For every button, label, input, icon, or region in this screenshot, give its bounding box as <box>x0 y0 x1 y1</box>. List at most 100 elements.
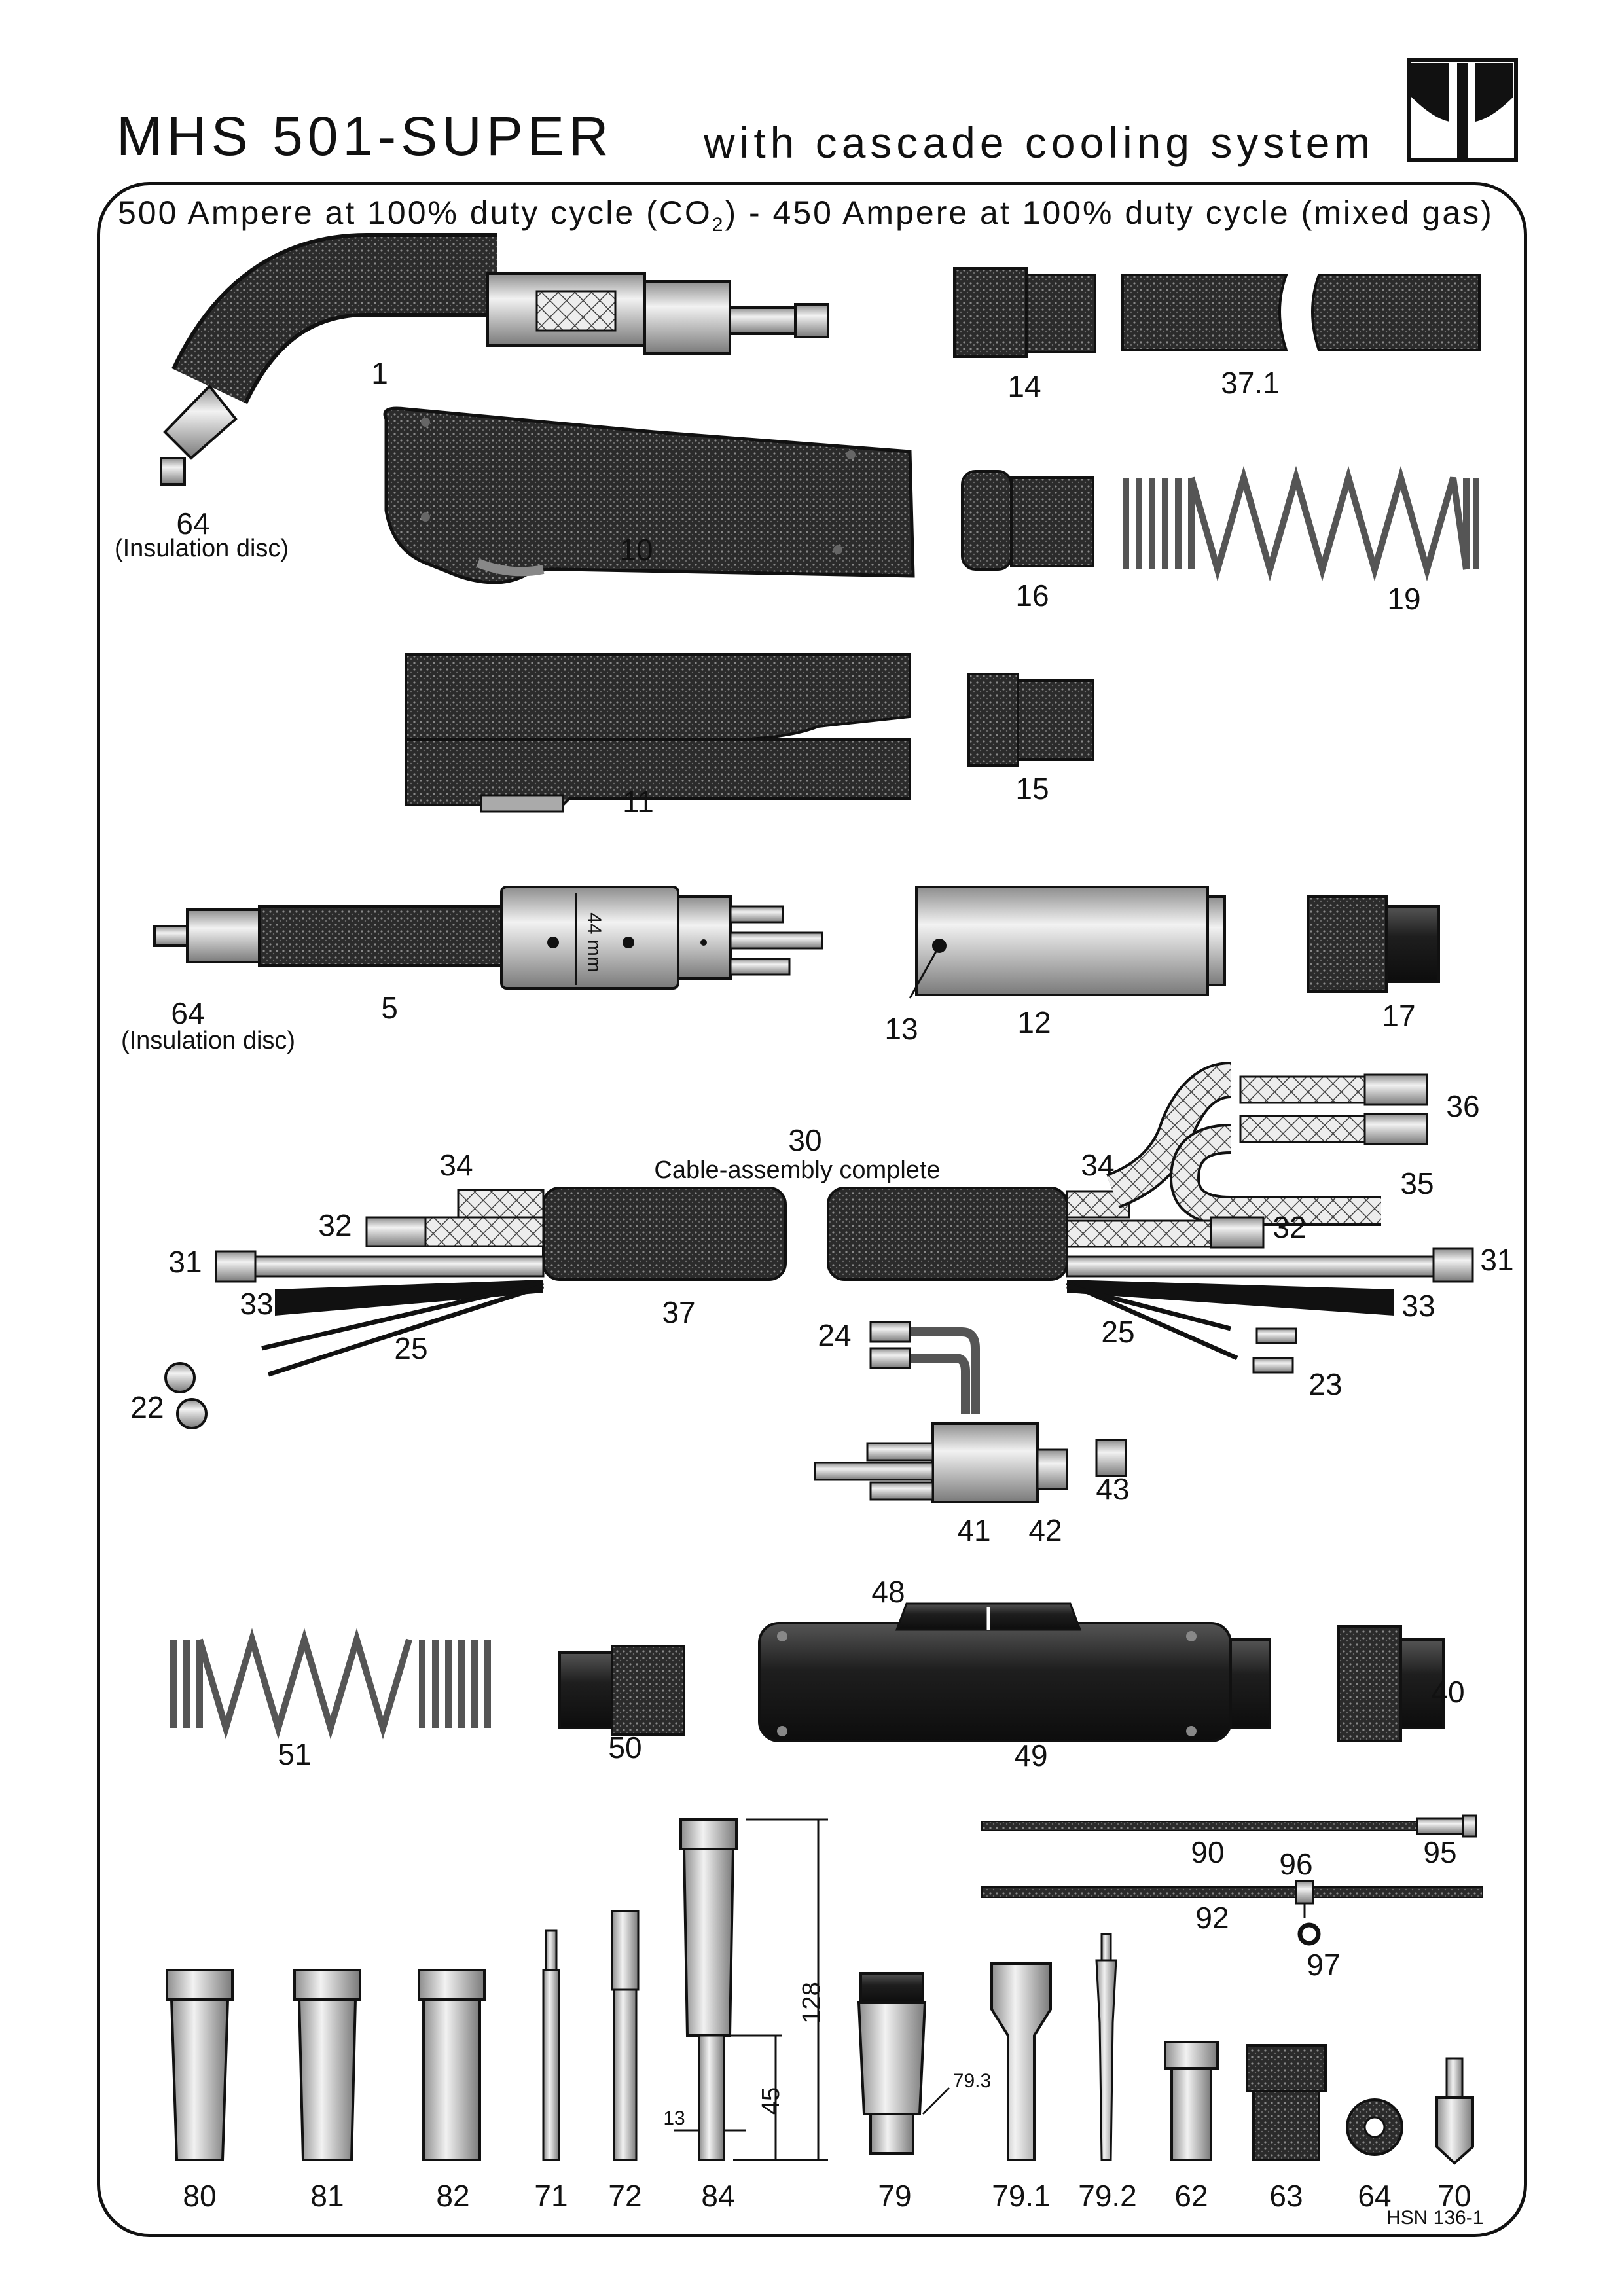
label-part-25-b: 25 <box>1101 1315 1135 1349</box>
spec-subscript: 2 <box>712 214 725 236</box>
part-5-torch-body <box>153 886 823 990</box>
spec-text-b: ) - 450 Ampere at 100% duty cycle (mixed… <box>725 194 1494 231</box>
label-part-22: 22 <box>130 1390 164 1424</box>
label-part-49: 49 <box>1014 1738 1048 1772</box>
part-62-tip-holder <box>1164 2041 1219 2161</box>
part-11-handle-shell <box>405 653 911 813</box>
brand-logo <box>1407 58 1518 162</box>
label-part-64-c: 64 <box>1358 2179 1392 2213</box>
label-part-71: 71 <box>534 2179 568 2213</box>
label-part-62: 62 <box>1174 2179 1208 2213</box>
label-dim-79-3: 79.3 <box>952 2070 992 2092</box>
label-part-72: 72 <box>608 2179 642 2213</box>
diagram-frame <box>97 182 1527 2237</box>
label-part-48: 48 <box>871 1575 905 1609</box>
spec-line: 500 Ampere at 100% duty cycle (CO2) - 45… <box>118 194 1494 236</box>
part-19-spring <box>1123 465 1479 582</box>
part-63-gas-diffuser <box>1246 2044 1327 2161</box>
part-30-cable-assembly <box>164 1062 1474 1429</box>
part-15-coupling <box>967 673 1094 767</box>
label-part-64-b: 64 <box>171 996 205 1030</box>
label-dim-45: 45 <box>757 2087 785 2115</box>
label-part-34-b: 34 <box>1081 1148 1115 1182</box>
label-part-79-2: 79.2 <box>1078 2179 1137 2213</box>
part-17-nut <box>1307 895 1440 993</box>
page-subtitle: with cascade cooling system <box>704 118 1375 167</box>
label-part-34-a: 34 <box>439 1148 473 1182</box>
label-part-35: 35 <box>1400 1166 1434 1200</box>
label-part-70: 70 <box>1437 2179 1471 2213</box>
label-insulation-disc-a: (Insulation disc) <box>114 535 289 562</box>
part-16-coupling <box>961 470 1094 571</box>
part-92-liner <box>981 1880 1483 1946</box>
label-part-23: 23 <box>1308 1367 1343 1401</box>
label-part-14: 14 <box>1007 369 1041 403</box>
label-part-51: 51 <box>278 1737 312 1771</box>
label-part-31-b: 31 <box>1480 1243 1514 1277</box>
part-82-nozzle <box>418 1969 486 2161</box>
label-part-42: 42 <box>1028 1513 1062 1547</box>
spec-text-a: 500 Ampere at 100% duty cycle (CO <box>118 194 712 231</box>
label-part-37-1: 37.1 <box>1221 366 1280 400</box>
label-part-43: 43 <box>1096 1472 1130 1506</box>
label-part-95: 95 <box>1423 1835 1457 1869</box>
label-part-24: 24 <box>818 1318 852 1352</box>
page-title: MHS 501-SUPER <box>117 105 613 167</box>
label-part-64-a: 64 <box>176 507 210 541</box>
part-80-nozzle <box>166 1969 234 2161</box>
label-part-32-b: 32 <box>1272 1210 1307 1244</box>
label-cable-assembly: Cable-assembly complete <box>654 1157 941 1184</box>
label-part-5: 5 <box>381 991 398 1025</box>
part-81-nozzle <box>293 1969 361 2161</box>
part-37-1-protective-sleeve <box>1121 274 1481 351</box>
label-insulation-disc-b: (Insulation disc) <box>120 1027 296 1054</box>
label-part-10: 10 <box>619 533 653 567</box>
part-14-sleeve <box>953 267 1096 358</box>
label-dim-13: 13 <box>663 2108 685 2129</box>
part-48-clip <box>895 1602 1082 1631</box>
label-part-40: 40 <box>1431 1675 1465 1709</box>
label-part-33-a: 33 <box>240 1287 274 1321</box>
part-12-insulating-tube <box>909 886 1226 999</box>
label-part-92: 92 <box>1195 1901 1229 1935</box>
part-64-insulation-disc <box>1346 2098 1403 2156</box>
part-79-gas-diffuser <box>857 1972 950 2155</box>
label-part-50: 50 <box>608 1731 642 1765</box>
part-43-nut <box>1095 1439 1127 1477</box>
label-part-81: 81 <box>310 2179 344 2213</box>
label-part-32-a: 32 <box>318 1208 352 1242</box>
part-51-spring <box>170 1628 491 1740</box>
document-code: HSN 136-1 <box>1386 2207 1484 2229</box>
label-part-12: 12 <box>1017 1005 1051 1039</box>
label-part-36: 36 <box>1446 1089 1480 1123</box>
label-part-16: 16 <box>1015 579 1049 613</box>
label-part-82: 82 <box>436 2179 470 2213</box>
part-49-cable-grip <box>758 1622 1271 1742</box>
part-10-handle <box>383 406 915 584</box>
part-41-adapter <box>814 1321 1068 1503</box>
part-1-swan-neck <box>160 233 829 486</box>
label-part-19: 19 <box>1387 582 1421 616</box>
part-79-2-insert <box>1095 1933 1117 2161</box>
label-dim-44mm: 44 mm <box>583 912 605 973</box>
part-40-end-cap <box>1337 1625 1445 1742</box>
label-part-17: 17 <box>1382 999 1416 1033</box>
label-part-37: 37 <box>662 1295 696 1329</box>
label-part-90: 90 <box>1191 1835 1225 1869</box>
label-part-79: 79 <box>878 2179 912 2213</box>
label-part-80: 80 <box>183 2179 217 2213</box>
label-part-96: 96 <box>1279 1847 1313 1881</box>
label-dim-128: 128 <box>798 1982 825 2024</box>
label-part-97: 97 <box>1307 1948 1341 1982</box>
label-part-84: 84 <box>701 2179 735 2213</box>
part-50-coupling <box>558 1645 685 1736</box>
part-72-contact-tip <box>611 1910 640 2161</box>
part-79-1-gas-diffuser <box>990 1962 1052 2161</box>
label-part-63: 63 <box>1269 2179 1303 2213</box>
label-part-15: 15 <box>1015 772 1049 806</box>
label-part-25-a: 25 <box>394 1331 428 1365</box>
label-part-1: 1 <box>371 356 388 390</box>
label-part-13: 13 <box>884 1012 918 1046</box>
part-71-contact-tip <box>542 1929 560 2161</box>
part-84-nozzle <box>674 1818 828 2161</box>
